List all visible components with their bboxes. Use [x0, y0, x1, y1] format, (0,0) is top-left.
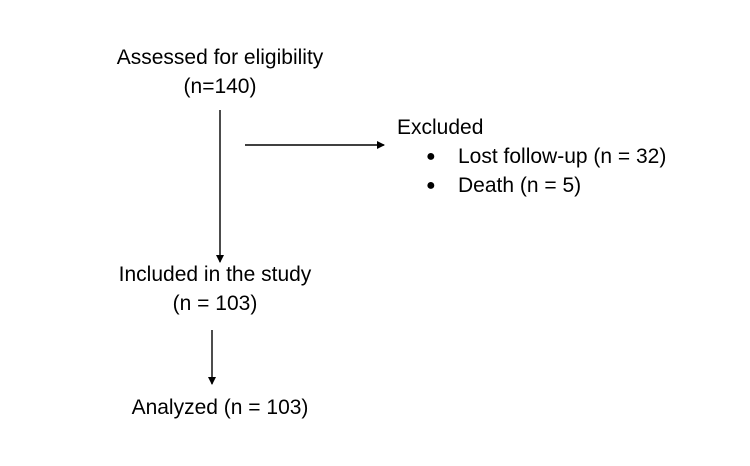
excluded-reason-item: ● Lost follow-up (n = 32)	[397, 142, 666, 171]
included-node: Included in the study (n = 103)	[90, 260, 340, 318]
excluded-reason-text: Lost follow-up (n = 32)	[458, 145, 667, 168]
excluded-label: Excluded	[397, 116, 484, 139]
included-count: (n = 103)	[172, 292, 258, 315]
analyzed-node: Analyzed (n = 103)	[100, 393, 340, 422]
analyzed-label: Analyzed (n = 103)	[131, 396, 309, 419]
bullet-icon: ●	[426, 148, 436, 165]
excluded-node: Excluded ● Lost follow-up (n = 32) ● Dea…	[397, 113, 666, 200]
excluded-reason-item: ● Death (n = 5)	[397, 171, 666, 200]
excluded-reason-text: Death (n = 5)	[458, 174, 582, 197]
assessed-node: Assessed for eligibility (n=140)	[90, 43, 350, 101]
included-label: Included in the study	[118, 263, 312, 286]
assessed-count: (n=140)	[183, 75, 257, 98]
bullet-icon: ●	[426, 177, 436, 194]
excluded-reasons-list: ● Lost follow-up (n = 32) ● Death (n = 5…	[397, 142, 666, 200]
assessed-label: Assessed for eligibility	[116, 46, 324, 69]
